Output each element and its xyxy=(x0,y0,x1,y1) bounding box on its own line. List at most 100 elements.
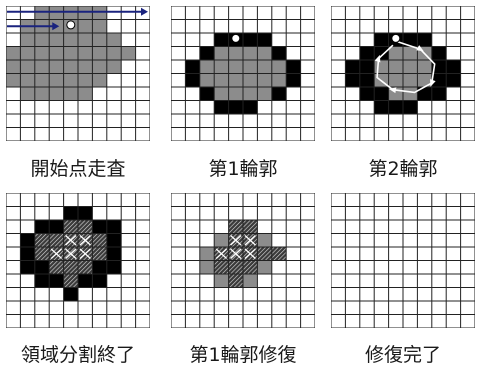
grid-cell xyxy=(20,233,35,247)
grid-cell xyxy=(257,46,272,60)
grid-cell xyxy=(34,220,50,234)
grid-cell xyxy=(403,100,418,114)
grid-cell xyxy=(92,73,107,87)
grid-cell xyxy=(214,33,229,47)
grid-cell xyxy=(257,247,272,261)
grid-cell xyxy=(6,73,21,87)
grid-cell xyxy=(34,73,50,87)
grid-cell xyxy=(63,33,78,47)
grid-cell xyxy=(431,60,447,74)
grid-cell xyxy=(403,46,418,60)
grid-cell xyxy=(49,60,64,74)
grid-cell xyxy=(106,46,122,60)
cross-mark xyxy=(79,248,91,259)
grid-cell xyxy=(106,260,122,274)
cross-mark xyxy=(244,235,256,246)
grid-cell xyxy=(228,46,243,60)
grid-cell xyxy=(63,60,78,74)
grid-cell xyxy=(63,260,78,274)
grid-cell xyxy=(403,33,418,47)
caption-repair-done: 修復完了 xyxy=(364,344,441,366)
grid-cell xyxy=(228,60,243,74)
grid-cell xyxy=(431,87,447,101)
contour-trace-arrow-head xyxy=(388,87,397,94)
panel-grid-contour-2 xyxy=(331,6,475,141)
grid-cell xyxy=(257,73,272,87)
grid-cell xyxy=(228,260,243,274)
grid-cell xyxy=(63,87,78,101)
grid-cell xyxy=(257,60,272,74)
grid-cell xyxy=(20,73,35,87)
grid-cell xyxy=(214,260,229,274)
grid-cell xyxy=(214,46,229,60)
panel-grid-contour-1-repair xyxy=(171,193,315,328)
grid-cell xyxy=(403,87,418,101)
grid-cell xyxy=(374,100,389,114)
grid-cell xyxy=(185,73,200,87)
grid-cell xyxy=(388,46,403,60)
grid-cell xyxy=(20,87,35,101)
grid-cell xyxy=(63,73,78,87)
grid-cell xyxy=(106,233,122,247)
grid-cell xyxy=(78,87,93,101)
grid-cell xyxy=(106,33,122,47)
start-point-marker xyxy=(391,33,401,43)
grid-cell xyxy=(92,19,107,33)
panel-grid-start-scan xyxy=(6,6,150,141)
grid-cell xyxy=(199,46,215,60)
grid-cell xyxy=(20,260,35,274)
contour-trace-arrow-head xyxy=(430,79,436,87)
grid-cell xyxy=(403,73,418,87)
contour-trace-arrow xyxy=(376,40,436,94)
grid-cell xyxy=(78,220,93,234)
grid-cell xyxy=(63,46,78,60)
grid-cell xyxy=(374,46,389,60)
grid-cell xyxy=(34,274,50,288)
grid-cell xyxy=(78,260,93,274)
grid-cell xyxy=(78,46,93,60)
grid-cell xyxy=(243,87,258,101)
grid-cell xyxy=(214,87,229,101)
grid-cell xyxy=(199,260,215,274)
grid-cell xyxy=(417,60,432,74)
grid-cell xyxy=(243,100,258,114)
grid-cell xyxy=(20,247,35,261)
grid-cell xyxy=(214,60,229,74)
grid-cell xyxy=(106,247,122,261)
grid-cell xyxy=(20,33,35,47)
grid-cell xyxy=(92,46,107,60)
grid-cell xyxy=(49,73,64,87)
grid-cell xyxy=(92,233,107,247)
grid-cell xyxy=(78,73,93,87)
grid-cell xyxy=(271,60,287,74)
grid-cell xyxy=(34,260,50,274)
grid-cell xyxy=(257,233,272,247)
grid-cell xyxy=(49,233,64,247)
grid-cell xyxy=(63,206,78,220)
contour-trace-arrow-head xyxy=(416,45,424,52)
grid-cell xyxy=(34,33,50,47)
grid-cell xyxy=(243,33,258,47)
grid-cell xyxy=(78,33,93,47)
grid-cell xyxy=(34,233,50,247)
grid-cell xyxy=(6,60,21,74)
grid-cell xyxy=(228,100,243,114)
grid-cell xyxy=(214,73,229,87)
grid-cell xyxy=(63,220,78,234)
grid-cell xyxy=(359,87,375,101)
grid-cell xyxy=(20,46,35,60)
grid-cell xyxy=(6,46,21,60)
grid-cell xyxy=(286,73,301,87)
cross-mark xyxy=(65,248,77,259)
grid-cell xyxy=(49,260,64,274)
cross-mark xyxy=(215,248,228,259)
grid-cell xyxy=(20,60,35,74)
grid-cell xyxy=(243,60,258,74)
grid-cell xyxy=(34,46,50,60)
grid-cell xyxy=(243,274,258,288)
grid-cell xyxy=(49,46,64,60)
grid-cell xyxy=(199,73,215,87)
grid-cell xyxy=(228,274,243,288)
grid-cell xyxy=(49,87,64,101)
